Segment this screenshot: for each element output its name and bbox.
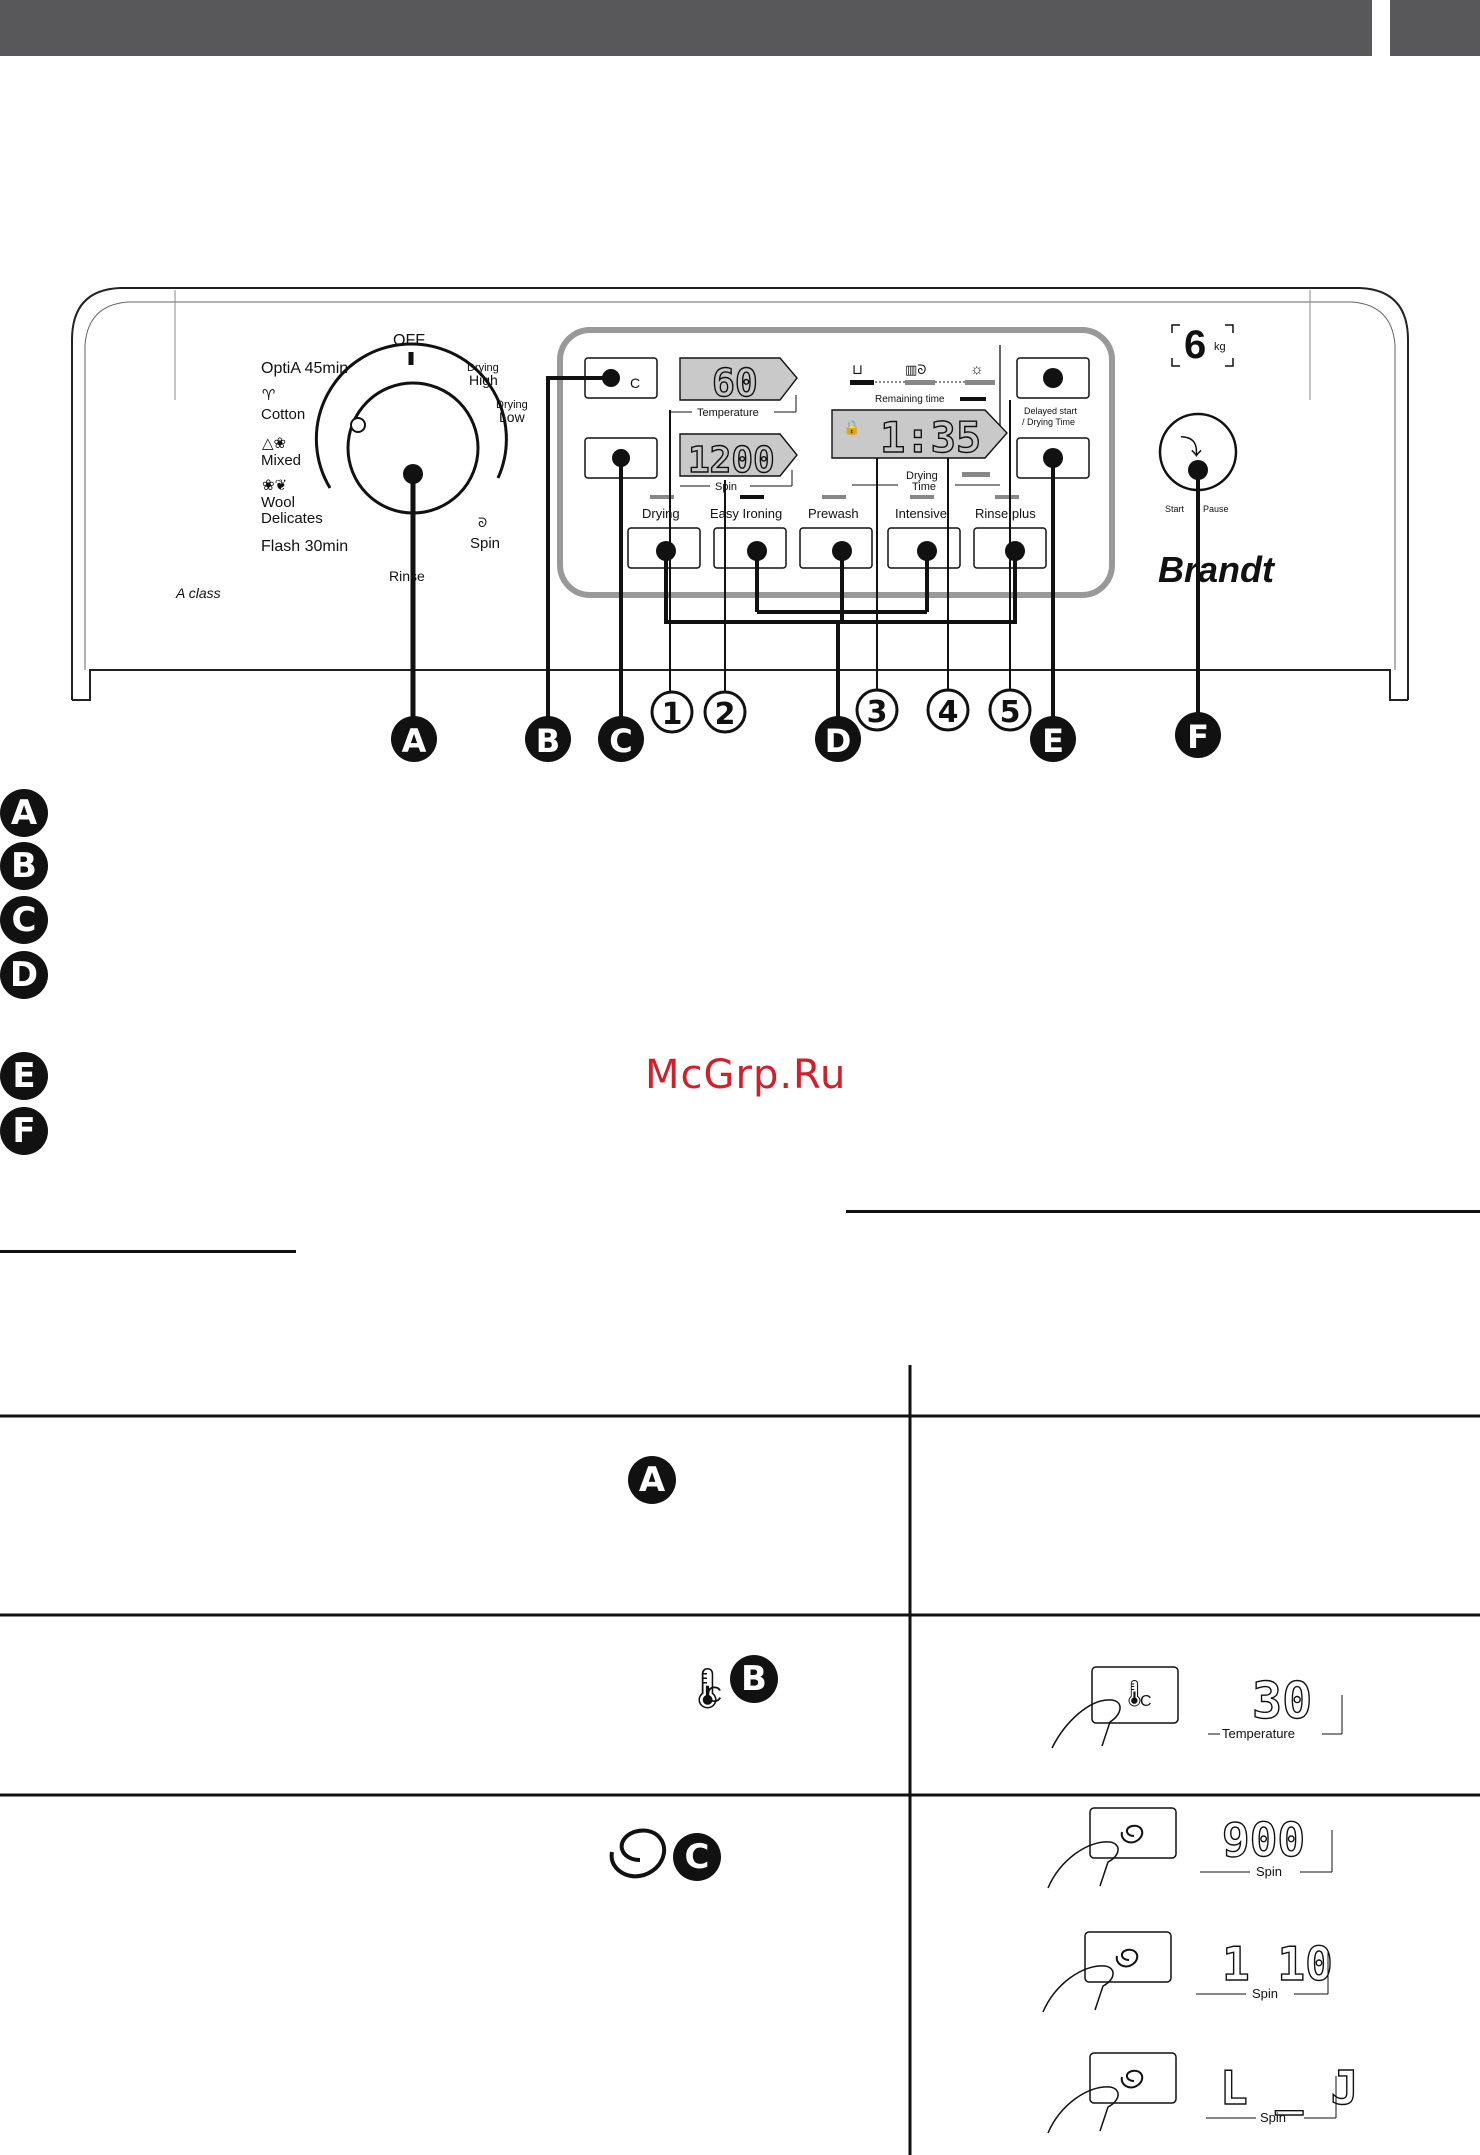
capacity-value: 6 [1184,323,1206,367]
dial-label-drying-high-1: Drying [467,362,499,374]
legend-badge-d: D [0,951,48,999]
temp-example-value: 30 [1252,1672,1312,1730]
svg-text:C: C [630,375,640,391]
delayed-start-label-2: / Drying Time [1022,417,1075,427]
wash-phase-icon: ⊔ [852,361,863,377]
callout-a: A [402,722,427,760]
spin-icon: ᘐ [478,515,487,530]
temperature-display [679,357,798,401]
temp-example-unit: C [1140,1693,1152,1710]
option-label-drying: Drying [642,506,680,521]
legend-badge-a: A [0,789,48,837]
rinse-spin-phase-icon: ▥ᘐ [905,362,926,377]
legend-badge-c: C [0,896,48,944]
energy-class-label: A class [175,585,221,601]
legend-badge-e: E [0,1052,48,1100]
option-label-rinse-plus: Rinse plus [975,506,1036,521]
spin-example-2-value: 1 10 [1222,1937,1333,1991]
spin-example-1: 900 Spin [1047,1807,1333,1889]
dial-label-drying-high-2: High [469,372,498,388]
lock-icon: 🔒 [843,419,860,436]
dial-label-cotton: Cotton [261,406,305,423]
spin-display [679,433,798,477]
legend-badge-b: B [0,842,48,890]
spin-example-3: L _ J Spin [1047,2052,1359,2134]
start-label: Start [1165,504,1185,514]
dial-label-drying-low-1: Drying [496,399,528,411]
temperature-label: Temperature [697,407,759,419]
spin-label: Spin [715,481,737,493]
callout-b: B [536,722,560,760]
watermark: McGrp.Ru [645,1052,847,1098]
capacity-unit: kg [1214,341,1226,353]
spin-example-1-value: 900 [1222,1813,1305,1867]
temperature-example: 🌡 C 30 Temperature [1051,1666,1343,1749]
temp-example-label: Temperature [1222,1726,1295,1741]
temperature-value: 60 [712,361,758,405]
option-label-prewash: Prewash [808,506,859,521]
time-display [831,409,1008,459]
callout-d: D [825,722,852,760]
mixed-icon: △❀ [262,435,286,452]
callout-c: C [609,722,632,760]
celsius-unit: C [706,1682,722,1707]
dial-label-delicates: Delicates [261,510,323,527]
callout-4: 4 [938,695,959,730]
legend-badge-f: F [0,1107,48,1155]
spin-example-2-label: Spin [1252,1986,1278,2001]
svg-text:🌡: 🌡 [1118,1678,1151,1708]
spin-example-1-label: Spin [1256,1864,1282,1879]
dial-label-spin: Spin [470,535,500,552]
dial-label-drying-low-2: Low [499,409,526,425]
thermometer-icon: 🌡 [682,1667,733,1711]
table-badge-a: A [628,1456,676,1504]
control-console [557,327,1115,598]
cotton-icon: ♈ [262,387,275,404]
callout-3: 3 [867,695,888,730]
drying-time-label-2: Time [912,481,936,493]
pause-label: Pause [1203,504,1229,514]
spin-icon-large [609,1828,667,1879]
spin-example-2: 1 10 Spin [1042,1931,1333,2013]
drying-time-label-1: Drying [906,470,938,482]
option-label-intensive: Intensive [895,506,947,521]
brand-logo: Brandt [1158,549,1276,590]
table-badge-b: B [730,1655,778,1703]
dial-label-wool: Wool [261,494,295,511]
delayed-start-label-1: Delayed start [1024,406,1078,416]
header-bar-tab [1390,0,1480,56]
section-rule-right [846,1210,1480,1213]
drying-phase-icon: ☼ [970,361,984,378]
spin-value: 1200 [688,440,775,481]
callout-f: F [1187,718,1209,756]
dial-label-flash: Flash 30min [261,538,348,555]
dial-label-optia: OptiA 45min [261,360,348,377]
start-pause-icon: ⤵ [1180,435,1202,460]
dial-label-off: OFF [393,332,425,349]
dial-label-mixed: Mixed [261,452,301,469]
table-badge-c: C [673,1833,721,1881]
spin-example-3-label: Spin [1260,2110,1286,2125]
callout-2: 2 [715,697,736,732]
callout-5: 5 [1000,695,1021,730]
header-bar [0,0,1372,56]
spin-example-3-value: L _ J [1220,2061,1358,2115]
wool-icon: ❀❦ [262,477,287,494]
dial-label-rinse: Rinse [389,568,425,584]
option-label-easy-ironing: Easy Ironing [710,506,782,521]
callout-e: E [1042,722,1064,760]
time-value: 1:35 [880,413,981,462]
remaining-time-label: Remaining time [875,394,945,405]
callout-1: 1 [662,697,683,732]
section-rule-left [0,1250,296,1253]
option-buttons: Drying Easy Ironing Prewash Intensive Ri… [627,495,1047,569]
